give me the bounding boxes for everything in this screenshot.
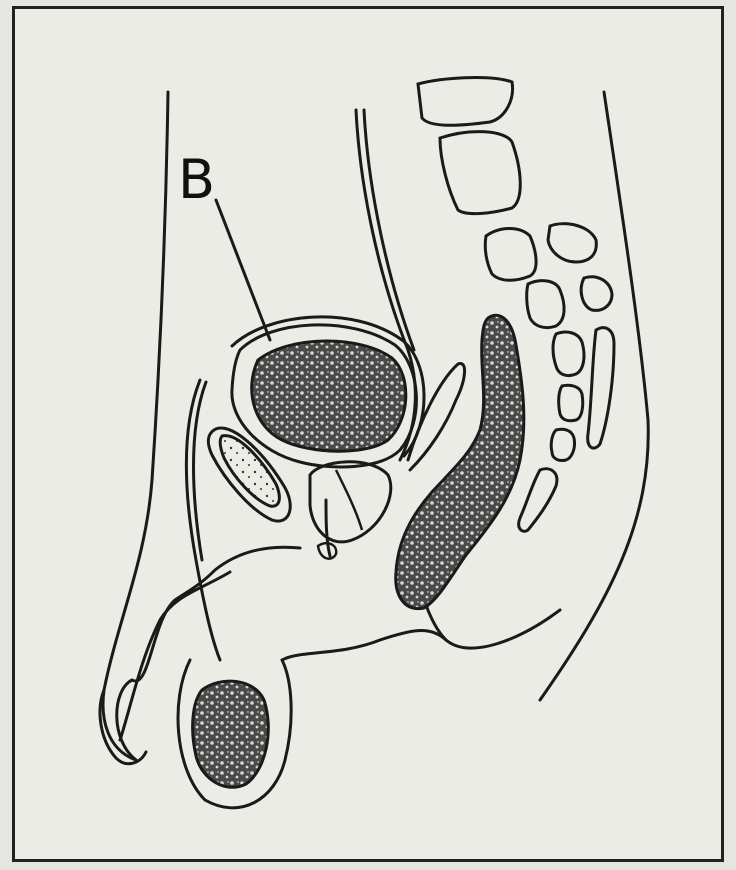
sacral-posterior-1 [548,224,596,262]
sacral-segment-3 [553,332,584,376]
seminal-vesicle [408,363,465,470]
posterior-wall-outline [540,92,648,700]
label-B: B [178,148,215,211]
sacral-posterior-2 [581,277,612,311]
sacral-segment-5 [551,429,574,460]
ejaculatory-duct [336,470,362,530]
pubic-bone-fill [220,436,279,507]
abdominal-wall-outline [103,92,168,760]
testis [193,681,269,787]
label-B-leader [216,200,270,340]
vertebra-L5 [440,132,520,214]
perineum-outline [282,610,560,660]
coccyx-2 [519,469,557,531]
prostatic-urethra [326,500,330,556]
bladder-contents [252,341,406,451]
sacral-segment-2 [527,281,564,328]
vas-deferens [186,380,220,660]
vertebra-L4 [418,78,513,126]
coccyx-1 [588,328,614,448]
vas-deferens-inner [194,382,207,560]
sacral-segment-4 [559,385,583,420]
sacral-segment-1 [485,229,536,281]
